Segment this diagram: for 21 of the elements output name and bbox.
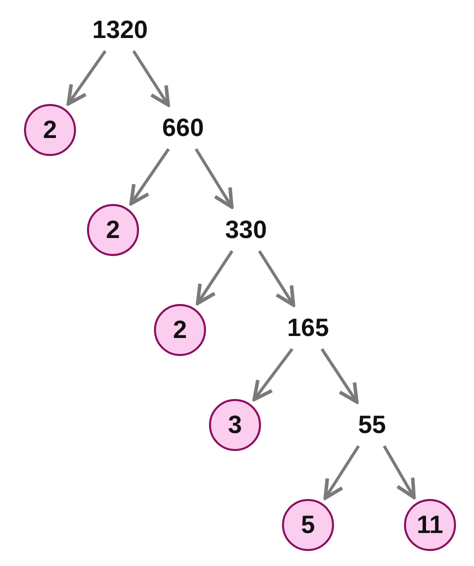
arrow: [252, 348, 294, 402]
factor-circle: 2: [24, 104, 76, 156]
arrow: [66, 50, 107, 106]
arrow: [258, 250, 296, 307]
arrow: [324, 445, 360, 500]
arrow: [132, 50, 170, 107]
arrow: [194, 148, 234, 209]
factor-circle: 5: [282, 499, 334, 551]
factor-circle: 11: [404, 499, 456, 551]
factor-circle: 3: [209, 399, 261, 451]
arrow: [129, 148, 170, 206]
number-label: 55: [352, 408, 392, 442]
number-label: 165: [280, 311, 336, 345]
factor-circle: 2: [154, 304, 206, 356]
factor-circle: 2: [87, 204, 139, 256]
number-label: 1320: [85, 13, 155, 47]
arrow: [196, 250, 234, 306]
number-label: 330: [218, 213, 274, 247]
arrow: [320, 348, 359, 404]
arrow: [382, 445, 416, 500]
number-label: 660: [156, 111, 210, 145]
